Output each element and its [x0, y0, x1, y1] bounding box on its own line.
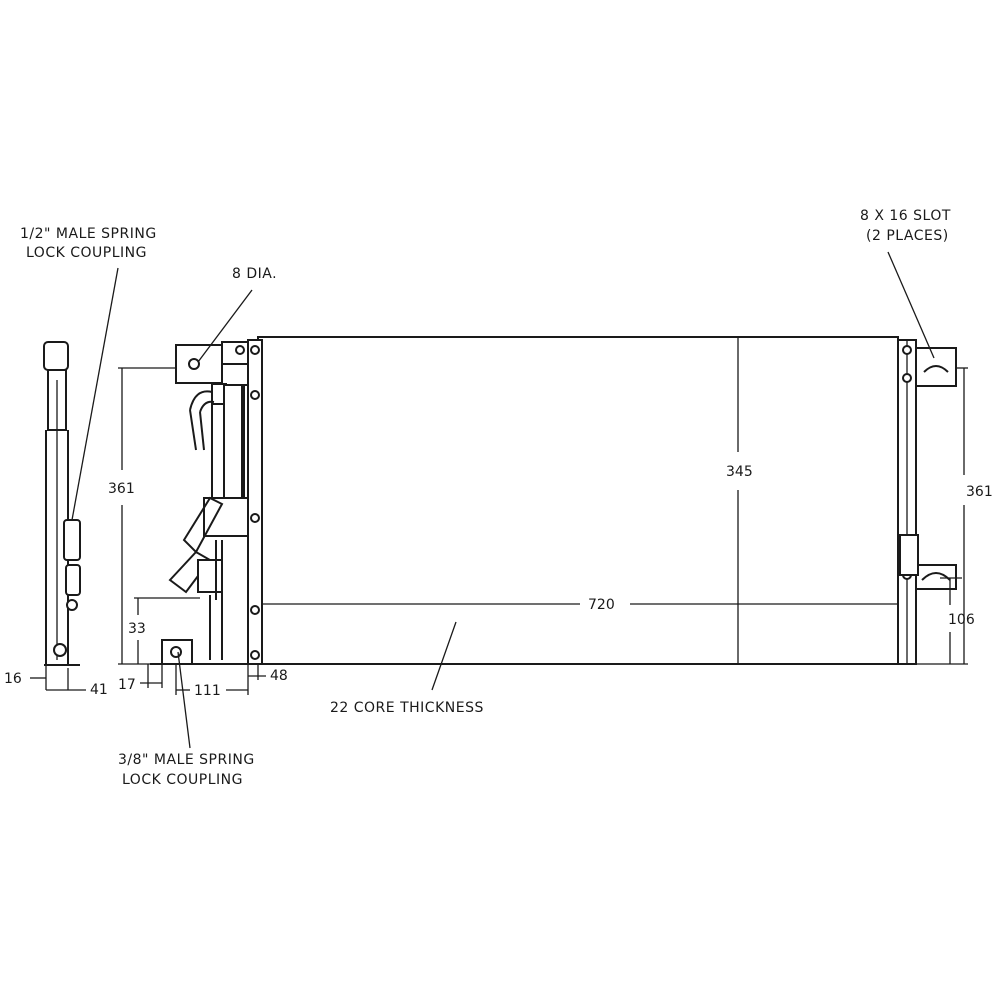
left-header-piping [150, 341, 259, 665]
dim-height-right: 361 [966, 484, 993, 500]
dim-offset-33: 33 [128, 621, 146, 637]
dim-17: 17 [118, 677, 136, 693]
callout-male-3-8-line1: 3/8" MALE SPRING [118, 752, 255, 768]
callout-male-half-line2: LOCK COUPLING [26, 245, 147, 261]
dim-height-core: 345 [726, 464, 753, 480]
callout-male-half-line1: 1/2" MALE SPRING [20, 226, 157, 242]
callout-core-thickness: 22 CORE THICKNESS [330, 700, 484, 716]
dim-16: 16 [4, 671, 22, 687]
dim-right-bracket: 106 [948, 612, 975, 628]
dim-111: 111 [194, 683, 221, 699]
callout-dia: 8 DIA. [232, 266, 277, 282]
side-view [43, 341, 81, 666]
dim-width-core: 720 [588, 597, 615, 613]
dim-height-left: 361 [108, 481, 135, 497]
right-header [897, 339, 957, 665]
callout-male-3-8-line2: LOCK COUPLING [122, 772, 243, 788]
callout-slot-line2: (2 PLACES) [866, 228, 949, 244]
leader-lines [71, 251, 935, 749]
dim-48: 48 [270, 668, 288, 684]
callout-slot-line1: 8 X 16 SLOT [860, 208, 951, 224]
dim-41: 41 [90, 682, 108, 698]
core [247, 336, 899, 665]
